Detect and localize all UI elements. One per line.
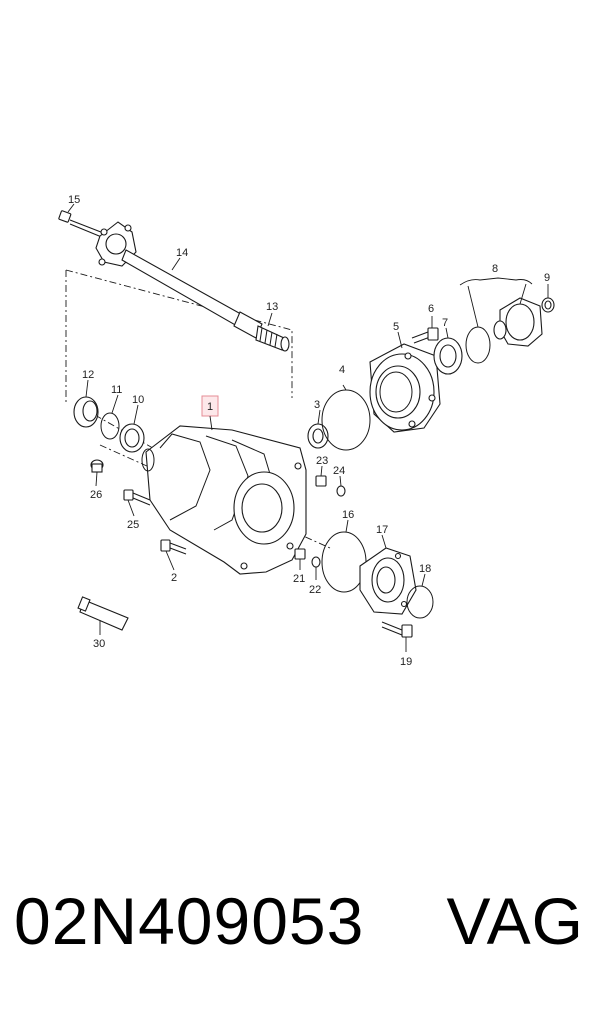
part-26-breather xyxy=(90,459,104,473)
callout-5: 5 xyxy=(393,321,399,333)
part-25-bolt xyxy=(123,489,151,506)
callout-15: 15 xyxy=(68,194,80,206)
part-14-drive-shaft xyxy=(95,221,263,339)
part-17-flange-cover xyxy=(359,547,417,615)
callout-26: 26 xyxy=(90,489,102,501)
part-18-o-ring xyxy=(406,585,434,619)
part-22-seal-ring xyxy=(311,556,321,568)
callout-30: 30 xyxy=(93,638,105,650)
callout-9: 9 xyxy=(544,272,550,284)
part-2-bolt xyxy=(160,539,187,555)
callout-14: 14 xyxy=(176,247,188,259)
callout-22: 22 xyxy=(309,584,321,596)
part-3-bearing xyxy=(307,423,329,449)
part-21-plug xyxy=(294,548,306,560)
part-15-bolt xyxy=(58,210,107,239)
callout-19: 19 xyxy=(400,656,412,668)
part-1-transfer-case-housing xyxy=(141,425,307,575)
callout-12: 12 xyxy=(82,369,94,381)
callout-3: 3 xyxy=(314,399,320,411)
callout-4: 4 xyxy=(339,364,345,376)
part-8-companion-flange xyxy=(493,297,543,347)
part-4-o-ring xyxy=(321,389,371,451)
callout-8: 8 xyxy=(492,263,498,275)
callout-labels: 15 14 13 12 11 10 1 26 25 2 30 3 4 23 24… xyxy=(68,194,550,668)
part-number: 02N409053 xyxy=(14,884,365,958)
callout-1: 1 xyxy=(207,401,213,413)
callout-7: 7 xyxy=(442,317,448,329)
leader-lines xyxy=(67,203,549,652)
part-8-seal-ring xyxy=(465,326,491,364)
part-13-splined-sleeve xyxy=(255,325,290,352)
callout-11: 11 xyxy=(111,384,122,396)
part-7-bearing xyxy=(433,337,463,375)
callout-25: 25 xyxy=(127,519,139,531)
part-9-nut xyxy=(541,297,555,313)
callout-17: 17 xyxy=(376,524,388,536)
part-30-sealant-tube xyxy=(77,596,129,631)
part-info-footer: 02N409053 VAG xyxy=(0,888,600,988)
brand-name: VAG xyxy=(446,884,584,958)
callout-23: 23 xyxy=(316,455,328,467)
callout-18: 18 xyxy=(419,563,431,575)
callout-6: 6 xyxy=(428,303,434,315)
callout-16: 16 xyxy=(342,509,354,521)
part-19-bolt xyxy=(381,621,413,638)
part-24-seal-ring xyxy=(336,485,346,497)
part-12-bearing-ring xyxy=(73,396,99,428)
callout-21: 21 xyxy=(293,573,305,585)
part-23-plug xyxy=(315,475,327,487)
callout-10: 10 xyxy=(132,394,144,406)
callout-13: 13 xyxy=(266,301,278,313)
part-6-bolt xyxy=(411,327,439,344)
callout-24: 24 xyxy=(333,465,345,477)
part-16-o-ring xyxy=(321,531,367,593)
part-5-output-flange xyxy=(369,343,441,433)
callout-2: 2 xyxy=(171,572,177,584)
part-11-circlip xyxy=(100,412,120,440)
part-10-seal xyxy=(119,423,145,453)
